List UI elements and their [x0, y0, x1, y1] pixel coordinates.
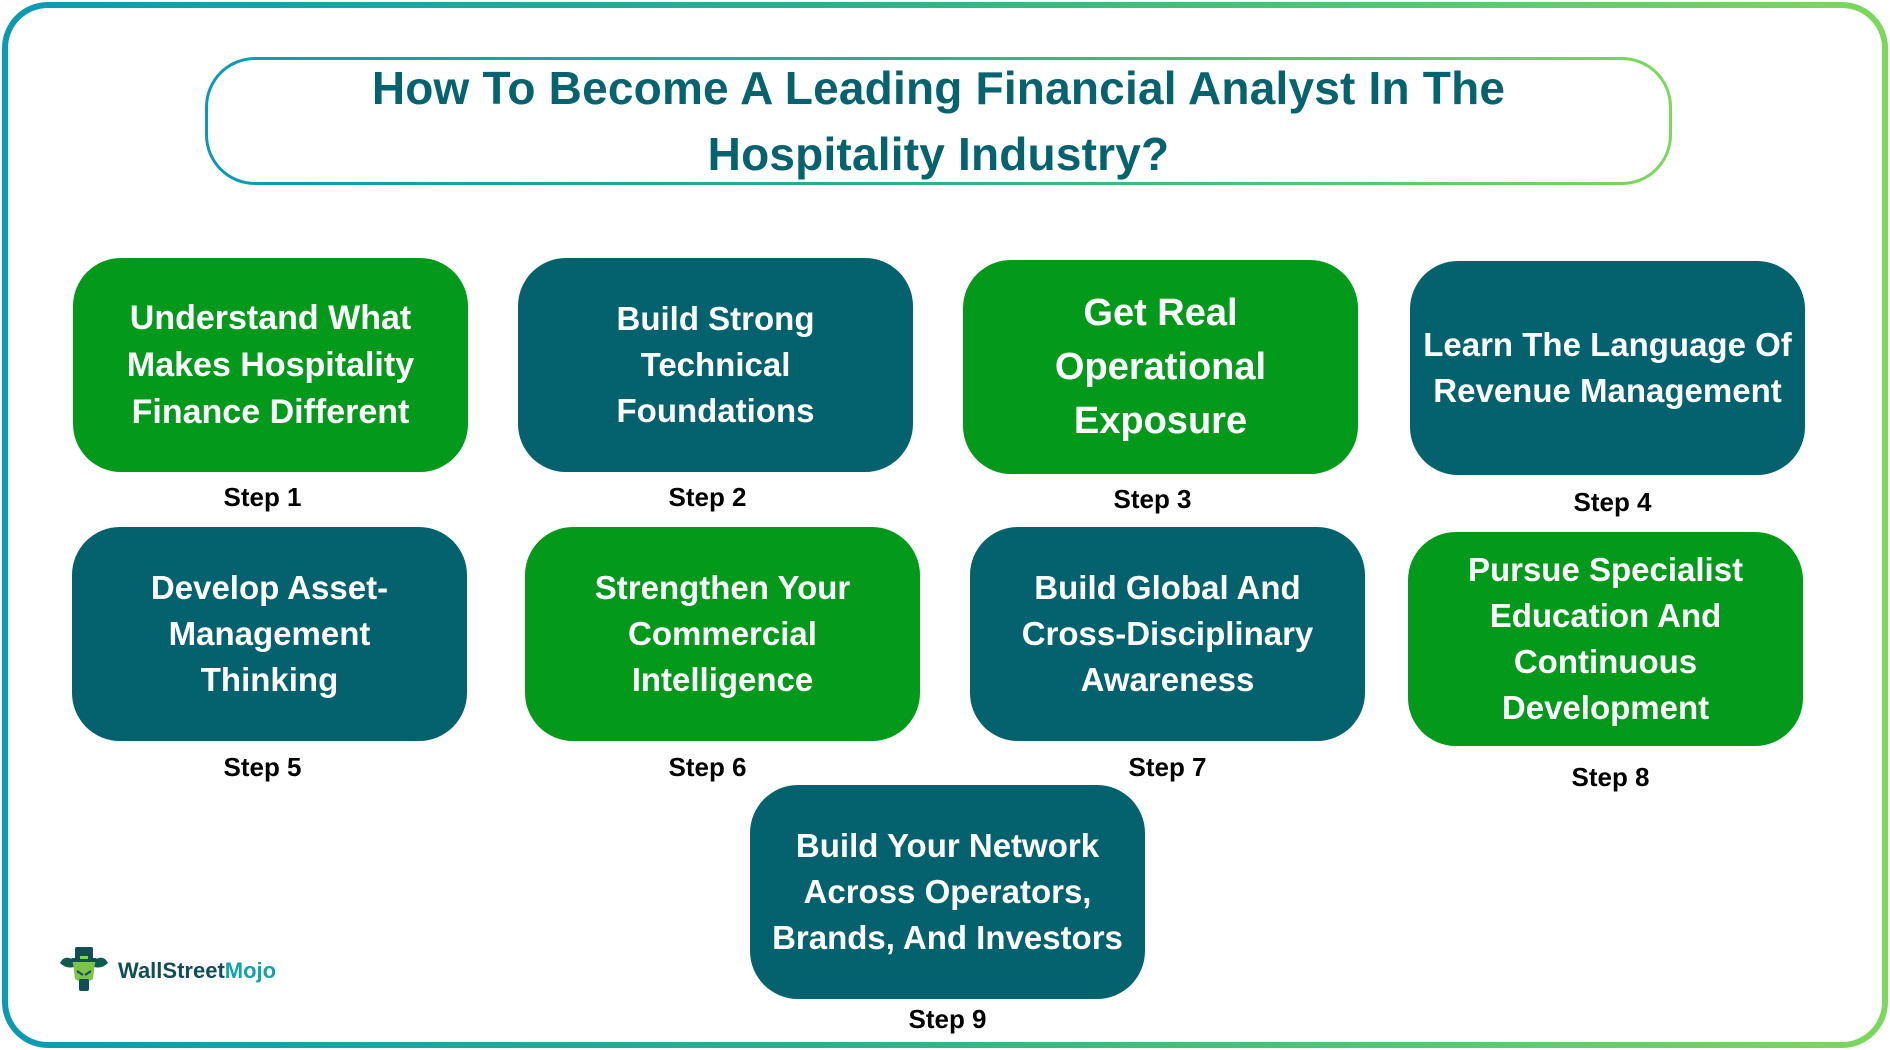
step-4-box: Learn The Language Of Revenue Management: [1410, 261, 1805, 475]
step-8-box: Pursue Specialist Education And Continuo…: [1408, 532, 1803, 746]
step-8-text: Pursue Specialist Education And Continuo…: [1467, 551, 1744, 726]
step-1-text: Understand What Makes Hospitality Financ…: [126, 298, 415, 431]
step-1-box: Understand What Makes Hospitality Financ…: [73, 258, 468, 472]
step-9-text: Build Your Network Across Operators, Bra…: [772, 827, 1123, 956]
step-6-label: Step 6: [668, 752, 747, 782]
step-5-box: Develop Asset-Management Thinking: [72, 527, 467, 741]
step-5-label: Step 5: [223, 752, 302, 782]
step-7-text: Build Global And Cross-Disciplinary Awar…: [1021, 569, 1314, 698]
step-4-text: Learn The Language Of Revenue Management: [1423, 326, 1792, 409]
step-9-label: Step 9: [908, 1004, 987, 1034]
step-2-box: Build Strong Technical Foundations: [518, 258, 913, 472]
step-9-box: Build Your Network Across Operators, Bra…: [750, 785, 1145, 999]
title-box: How To Become A Leading Financial Analys…: [205, 57, 1672, 185]
step-7-box: Build Global And Cross-Disciplinary Awar…: [970, 527, 1365, 741]
step-2-label: Step 2: [668, 482, 747, 512]
wallstreetmojo-logo: WallStreetMojo: [58, 946, 276, 996]
step-3-box: Get Real Operational Exposure: [963, 260, 1358, 474]
logo-text: WallStreetMojo: [118, 958, 277, 983]
step-6-box: Strengthen Your Commercial Intelligence: [525, 527, 920, 741]
step-6-text: Strengthen Your Commercial Intelligence: [594, 569, 851, 698]
page-title: How To Become A Leading Financial Analys…: [371, 62, 1506, 180]
step-5-text: Develop Asset-Management Thinking: [150, 569, 389, 698]
step-1-label: Step 1: [223, 482, 302, 512]
step-7-label: Step 7: [1128, 752, 1207, 782]
step-4-label: Step 4: [1573, 487, 1652, 517]
title-inner: How To Become A Leading Financial Analys…: [208, 60, 1669, 182]
step-8-label: Step 8: [1571, 762, 1650, 792]
bull-mascot-icon: [58, 945, 110, 998]
step-3-text: Get Real Operational Exposure: [1054, 292, 1267, 442]
step-2-text: Build Strong Technical Foundations: [616, 300, 815, 429]
step-3-label: Step 3: [1113, 484, 1192, 514]
